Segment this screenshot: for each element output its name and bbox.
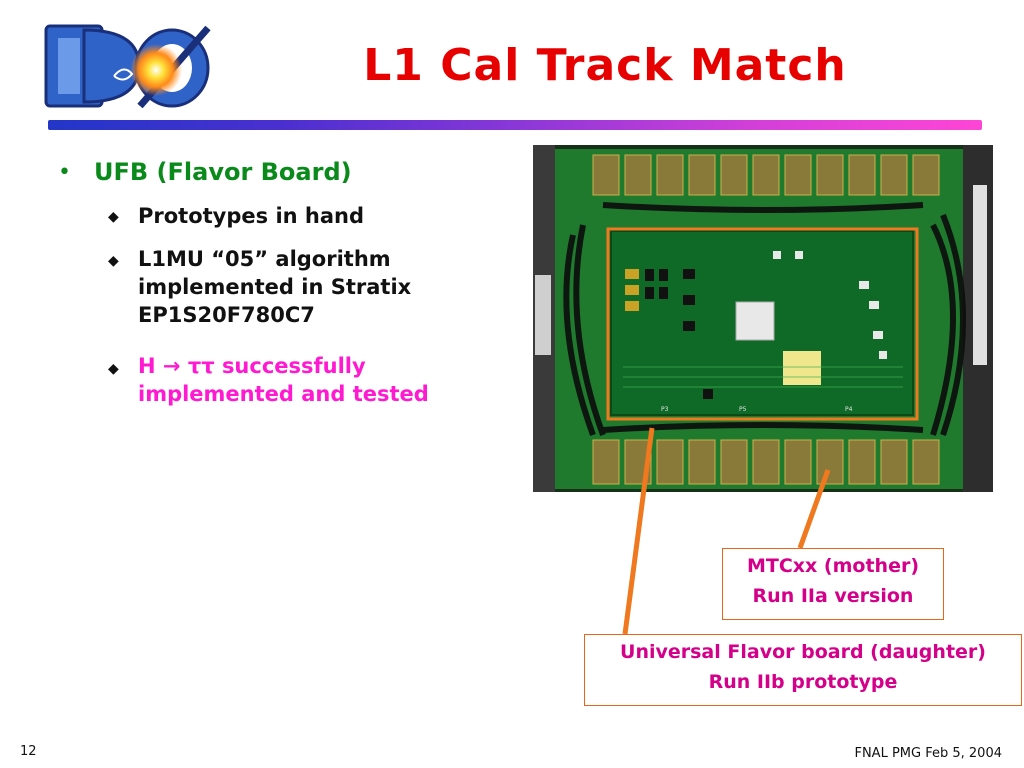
page-number: 12 <box>20 744 37 759</box>
mother-pointer-line <box>797 469 831 549</box>
sub-bullet-3-rest: successfully <box>221 354 366 378</box>
footer-text: FNAL PMG Feb 5, 2004 <box>854 746 1002 761</box>
sub-bullet-3-text: H → ττ successfully implemented and test… <box>138 352 429 408</box>
sub-bullet-2-line1: L1MU “05” algorithm <box>138 247 391 271</box>
daughter-pointer-line <box>622 427 655 635</box>
title-divider <box>48 120 982 130</box>
mother-callout: MTCxx (mother) Run IIa version <box>722 548 944 620</box>
tau-pair-symbol: ττ <box>187 354 215 378</box>
daughter-callout-line2: Run IIb prototype <box>708 671 898 693</box>
sub-bullet-2-line3: EP1S20F780C7 <box>138 303 315 327</box>
mother-callout-line2: Run IIa version <box>752 585 914 607</box>
bullet-main-text: UFB (Flavor Board) <box>94 158 352 186</box>
daughter-callout: Universal Flavor board (daughter) Run II… <box>584 634 1022 706</box>
daughter-highlight-frame <box>606 227 919 421</box>
diamond-bullet-icon: ◆ <box>108 361 119 377</box>
pcb-label-p3: P3 <box>661 406 669 413</box>
arrow-icon: → <box>162 354 181 378</box>
mother-callout-line1: MTCxx (mother) <box>746 555 920 577</box>
callout-pointers <box>622 427 831 635</box>
slide-title: L1 Cal Track Match <box>363 40 847 91</box>
sub-bullet-1-text: Prototypes in hand <box>138 204 365 228</box>
sub-bullet-2-line2: implemented in Stratix <box>138 275 412 299</box>
pcb-label-p4: P4 <box>845 406 853 413</box>
higgs-symbol: H <box>138 354 156 378</box>
sub-bullet-2-text: L1MU “05” algorithm implemented in Strat… <box>138 245 411 329</box>
daughter-callout-line1: Universal Flavor board (daughter) <box>620 641 986 663</box>
d0-logo: DØ <box>44 22 214 110</box>
bullet-dot-icon: • <box>58 160 71 185</box>
board-photo: P3 P5 P4 <box>533 145 993 492</box>
diamond-bullet-icon: ◆ <box>108 209 119 225</box>
sub-bullet-3-line2: implemented and tested <box>138 382 429 406</box>
pcb-label-p5: P5 <box>739 406 747 413</box>
diamond-bullet-icon: ◆ <box>108 253 119 269</box>
